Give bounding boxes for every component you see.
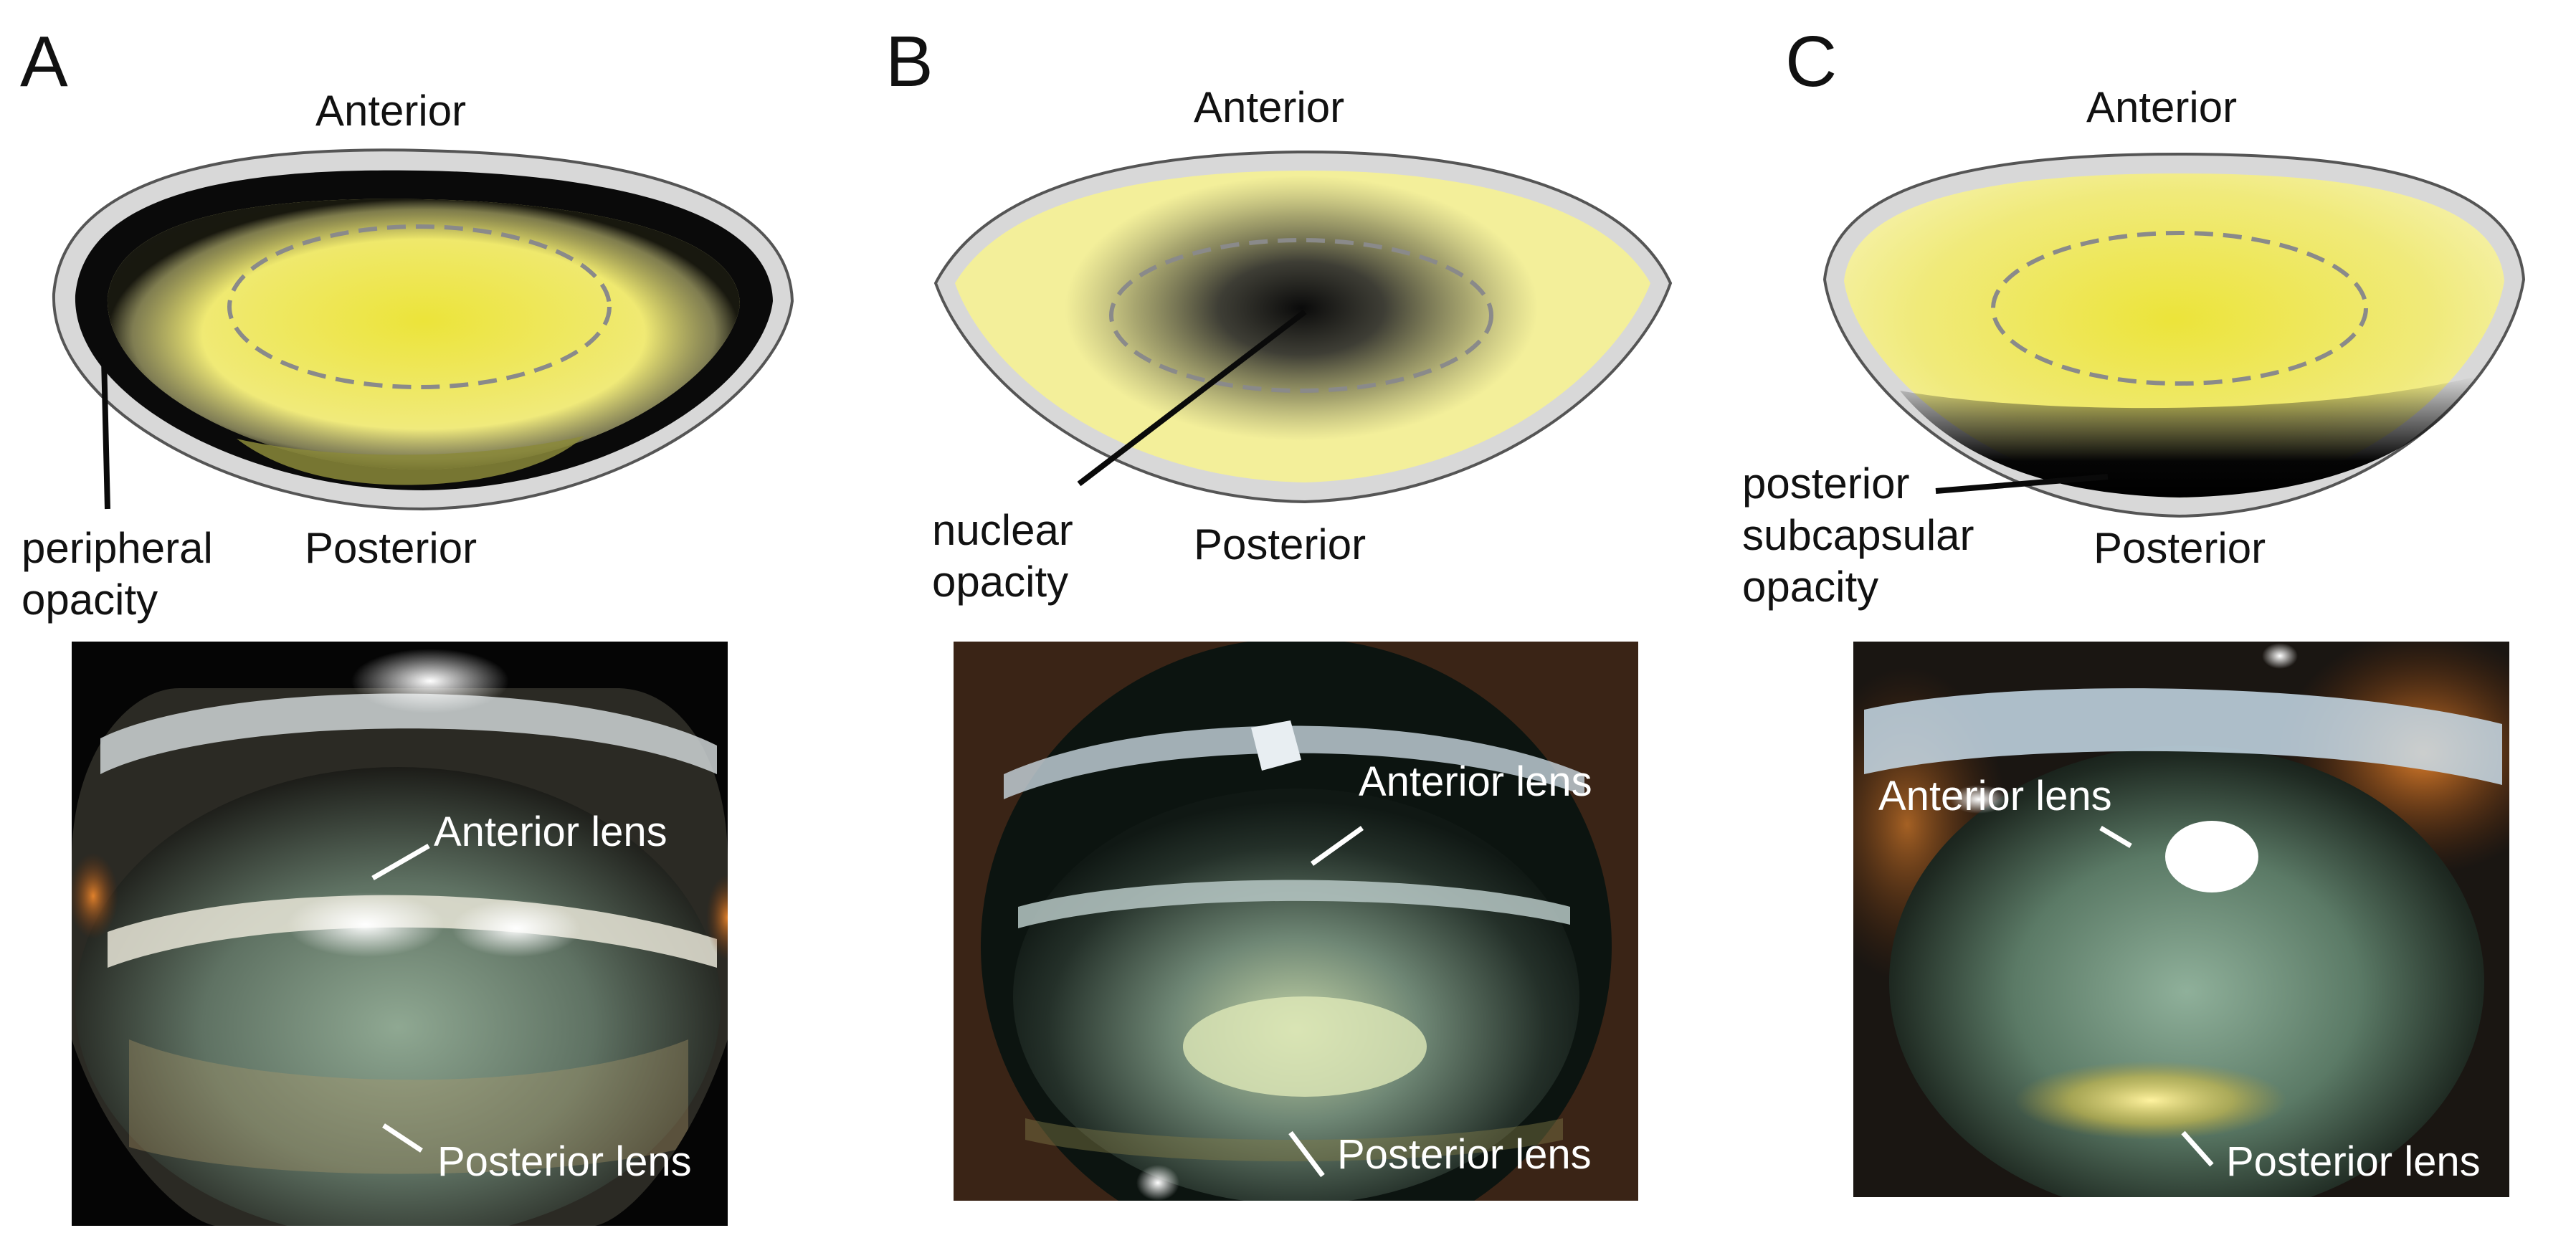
- panel-b-callout: nuclear opacity: [932, 506, 1085, 606]
- panel-c-callout: posterior subcapsular opacity: [1742, 460, 1986, 611]
- panel-a-nucleus-outline: [227, 224, 612, 389]
- panel-b-posterior-lens-label: Posterior lens: [1337, 1131, 1592, 1178]
- panel-b-anterior-lens-label: Anterior lens: [1359, 758, 1592, 805]
- panel-b-anterior-pointer: [1310, 826, 1364, 866]
- panel-b-callout-line: [1077, 309, 1307, 487]
- panel-c-callout-line2: subcapsular: [1742, 511, 1974, 559]
- panel-a-posterior-crescent: [237, 436, 584, 485]
- panel-b-letter: B: [885, 22, 933, 102]
- panel-c-anterior-lens-label: Anterior lens: [1878, 773, 2112, 819]
- panel-c-anterior-pointer: [2099, 825, 2132, 849]
- panel-c-callout-line3: opacity: [1742, 563, 1878, 611]
- panel-c-slit-lamp-photo: [1853, 642, 2509, 1197]
- panel-b-nucleus-outline: [1109, 238, 1493, 393]
- panel-b-callout-line2: opacity: [932, 558, 1068, 606]
- panel-c-lens-diagram: [1822, 152, 2526, 518]
- panel-a-callout-line1: peripheral: [22, 524, 213, 572]
- panel-b-anterior-label: Anterior: [1194, 83, 1344, 131]
- panel-b-slit-lamp-photo: [954, 642, 1638, 1201]
- panel-a-callout-line: [101, 358, 110, 510]
- panel-b-callout-line1: nuclear: [932, 506, 1073, 554]
- panel-c-posterior-label: Posterior: [2093, 524, 2266, 572]
- panel-a-anterior-label: Anterior: [315, 87, 466, 135]
- panel-c-callout-line: [1935, 474, 2109, 494]
- panel-c-callout-line1: posterior: [1742, 460, 1909, 508]
- panel-a-anterior-pointer: [371, 843, 430, 881]
- panel-c-posterior-pointer: [2181, 1130, 2214, 1167]
- panel-c-anterior-label: Anterior: [2086, 83, 2237, 131]
- panel-b-posterior-pointer: [1288, 1130, 1325, 1178]
- panel-c: C Anterior posterior subcapsular opacity…: [1742, 22, 2526, 1197]
- panel-c-posterior-lens-label: Posterior lens: [2226, 1138, 2481, 1185]
- panel-b-lens-diagram: [933, 150, 1673, 504]
- panel-a-anterior-lens-label: Anterior lens: [434, 809, 667, 855]
- panel-a-posterior-lens-label: Posterior lens: [437, 1138, 692, 1185]
- panel-a-letter: A: [20, 22, 68, 102]
- panel-c-nucleus-outline: [1991, 231, 2368, 386]
- panel-b-posterior-label: Posterior: [1194, 520, 1366, 568]
- panel-a-callout: peripheral opacity: [22, 524, 225, 624]
- panel-a-lens-diagram: [52, 148, 794, 511]
- panel-c-letter: C: [1785, 22, 1837, 102]
- panel-b: B Anterior nuclear opacity Posterior: [885, 22, 1673, 1201]
- panel-a-slit-lamp-photo: [72, 642, 728, 1226]
- panel-b-nuclear-opacity: [1065, 176, 1538, 441]
- panel-a-callout-line2: opacity: [22, 576, 158, 624]
- panel-a-posterior-label: Posterior: [305, 524, 477, 572]
- panel-a: A Anterior peripheral opacity Posterior: [20, 22, 794, 1226]
- panel-c-subcapsular-opacity: [1900, 376, 2477, 497]
- panel-a-posterior-pointer: [382, 1123, 423, 1153]
